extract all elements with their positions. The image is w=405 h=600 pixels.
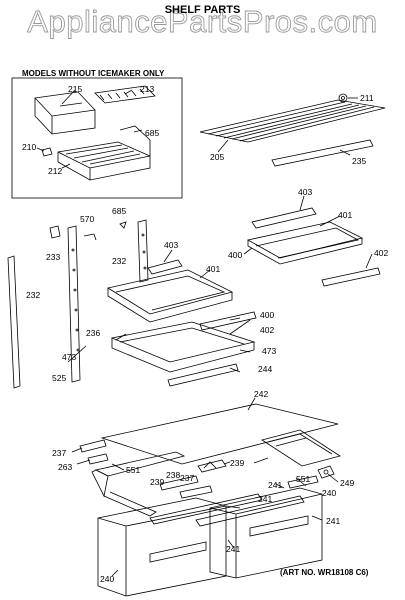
drawer-240-left [97,497,227,597]
callout-244: 244 [258,364,272,374]
rail-239-right [261,429,341,467]
bin-215 [34,91,96,135]
callout-241-far: 241 [326,516,340,526]
strip-402-right [321,267,381,287]
bracket-685 [119,125,151,156]
rail-232-left [7,255,21,389]
rail-241-a [149,493,263,525]
callout-211: 211 [360,93,374,103]
callout-685-b: 685 [112,206,126,216]
callout-551-left: 551 [126,465,140,475]
art-number: (ART NO. WR18108 C6) [280,568,369,577]
callout-233: 233 [46,252,60,262]
callout-473-left: 473 [62,352,76,362]
callout-210: 210 [22,142,36,152]
trim-403-right [251,207,317,229]
trim-403-mid [147,259,183,275]
rail-241-c [287,475,319,489]
callout-241-top: 241 [258,494,272,504]
bracket-238 [197,459,227,473]
callout-401-right: 401 [338,210,352,220]
callout-400-mid: 400 [260,310,274,320]
callout-570: 570 [80,214,94,224]
callout-525: 525 [52,373,66,383]
callout-232-left: 232 [26,290,40,300]
callout-551-right: 551 [296,474,310,484]
rail-241-b [195,495,305,527]
frame-236 [110,321,256,363]
clip-237-left [79,439,107,453]
slide-237 [179,485,213,499]
knob-211 [338,93,348,103]
slide-239-left [159,475,199,491]
callout-212: 212 [48,166,62,176]
rail-232-mid [137,219,149,283]
clip-233 [49,225,61,239]
models-label: MODELS WITHOUT ICEMAKER ONLY [22,69,165,78]
callout-249: 249 [340,478,354,488]
callout-473-right: 473 [262,346,276,356]
glass-242 [100,403,339,465]
tray-213 [94,85,156,104]
callout-401-mid: 401 [206,264,220,274]
callout-403-mid: 403 [164,240,178,250]
callout-213: 213 [140,84,154,94]
callout-237-mid: 237 [180,473,194,483]
callout-235: 235 [352,156,366,166]
callout-239-right: 239 [230,458,244,468]
rail-551-left [103,491,157,517]
glass-401-right [246,221,364,259]
callout-238: 238 [166,470,180,480]
callout-241-right: 241 [268,480,282,490]
screw-685 [119,221,127,229]
callout-237-left: 237 [52,448,66,458]
callout-240-left: 240 [100,574,114,584]
callout-labels: 215 213 685 210 212 211 205 235 570 685 … [22,84,388,584]
callout-205: 205 [210,152,224,162]
callout-403-right: 403 [298,187,312,197]
callout-400-right: 400 [228,250,242,260]
diagram-title: SHELF PARTS [164,4,241,16]
part-263 [87,453,109,465]
strip-235 [271,139,374,167]
watermark: AppliancePartsPros.com [27,4,378,40]
callout-402-mid: 402 [260,325,274,335]
clip-210 [41,147,53,157]
callout-239-left: 239 [150,477,164,487]
callout-242: 242 [254,389,268,399]
callout-402-right: 402 [374,248,388,258]
callout-685: 685 [145,128,159,138]
roller-249 [317,465,335,479]
drawer-240-right [209,487,323,579]
callout-215: 215 [68,84,82,94]
strip-402-mid [199,311,257,331]
callout-263: 263 [58,462,72,472]
callout-241-bottom: 241 [226,544,240,554]
callout-240-right: 240 [322,488,336,498]
callout-236: 236 [86,328,100,338]
shelf-212 [57,141,151,181]
rail-525 [67,225,81,383]
strip-244 [167,363,239,387]
screw-570 [83,233,97,241]
callout-232-mid: 232 [112,256,126,266]
icemaker-inset-box [11,77,183,199]
